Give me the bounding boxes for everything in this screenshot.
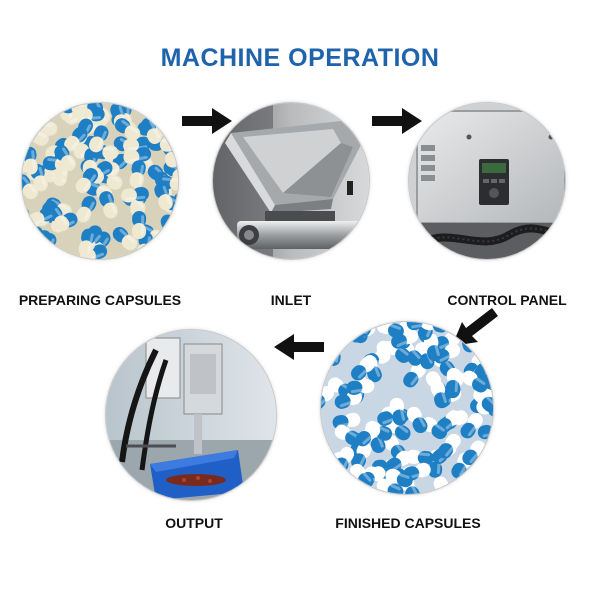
capsule-shape: [430, 380, 449, 409]
output-chute-graphic: [106, 330, 276, 500]
capsule-shape: [54, 145, 76, 171]
capsule-shape: [132, 211, 147, 240]
step-label-preparing-capsules: PREPARING CAPSULES: [18, 292, 182, 308]
capsule-shape: [437, 433, 461, 459]
capsule-shape: [112, 227, 138, 251]
capsule-shape: [473, 388, 493, 413]
capsule-shape: [78, 228, 96, 257]
capsule-shape: [423, 333, 442, 362]
arrow-left-icon: [274, 334, 324, 360]
capsule-shape: [322, 475, 347, 494]
capsule-shape: [114, 118, 141, 141]
capsule-shape: [321, 322, 341, 338]
inlet-image: [213, 103, 369, 259]
capsule-shape: [30, 163, 48, 192]
step-label-finished-capsules: FINISHED CAPSULES: [335, 515, 481, 531]
capsule-shape: [25, 226, 44, 254]
capsule-shape: [445, 367, 461, 396]
capsule-shape: [321, 386, 334, 410]
arrow-right-icon: [182, 108, 232, 134]
capsule-shape: [460, 413, 483, 439]
capsule-pile-graphic: [321, 322, 493, 494]
capsule-shape: [22, 241, 44, 258]
capsule-shape: [321, 468, 342, 490]
capsule-shape: [389, 397, 407, 426]
capsule-shape: [64, 126, 88, 152]
capsule-shape: [385, 450, 412, 473]
capsule-pile-graphic: [22, 103, 178, 259]
capsule-shape: [462, 440, 486, 466]
hopper-graphic: [213, 103, 369, 259]
capsule-shape: [334, 424, 361, 446]
control-panel-graphic: [409, 103, 565, 259]
capsule-shape: [329, 477, 348, 494]
capsule-shape: [376, 322, 404, 339]
capsule-shape: [376, 478, 404, 494]
capsule-shape: [327, 322, 354, 341]
control-panel-image: [409, 103, 565, 259]
capsule-shape: [462, 370, 488, 393]
capsule-shape: [123, 136, 151, 153]
capsule-shape: [154, 182, 173, 211]
capsule-shape: [123, 147, 152, 165]
capsule-shape: [22, 174, 38, 200]
capsule-shape: [325, 322, 344, 338]
capsule-shape: [129, 160, 146, 189]
arrow-down-left-icon: [452, 308, 498, 346]
page-title: MACHINE OPERATION: [160, 44, 440, 72]
capsule-shape: [406, 406, 428, 434]
capsule-shape: [26, 103, 43, 121]
capsule-shape: [346, 379, 375, 395]
arrow-right-icon: [372, 108, 422, 134]
step-label-inlet: INLET: [270, 292, 312, 308]
step-label-control-panel: CONTROL PANEL: [447, 292, 567, 308]
capsule-shape: [355, 423, 381, 447]
capsule-shape: [76, 195, 97, 223]
step-label-output: OUTPUT: [165, 515, 223, 531]
finished-capsules-image: [321, 322, 493, 494]
capsule-shape: [99, 191, 118, 219]
capsule-shape: [351, 356, 376, 381]
output-image: [106, 330, 276, 500]
capsule-shape: [385, 468, 413, 488]
capsule-shape: [406, 322, 435, 331]
capsule-shape: [403, 362, 426, 388]
capsule-shape: [159, 237, 178, 258]
preparing-capsules-image: [22, 103, 178, 259]
capsule-shape: [120, 187, 149, 203]
capsule-shape: [89, 125, 109, 153]
capsule-shape: [75, 168, 99, 194]
